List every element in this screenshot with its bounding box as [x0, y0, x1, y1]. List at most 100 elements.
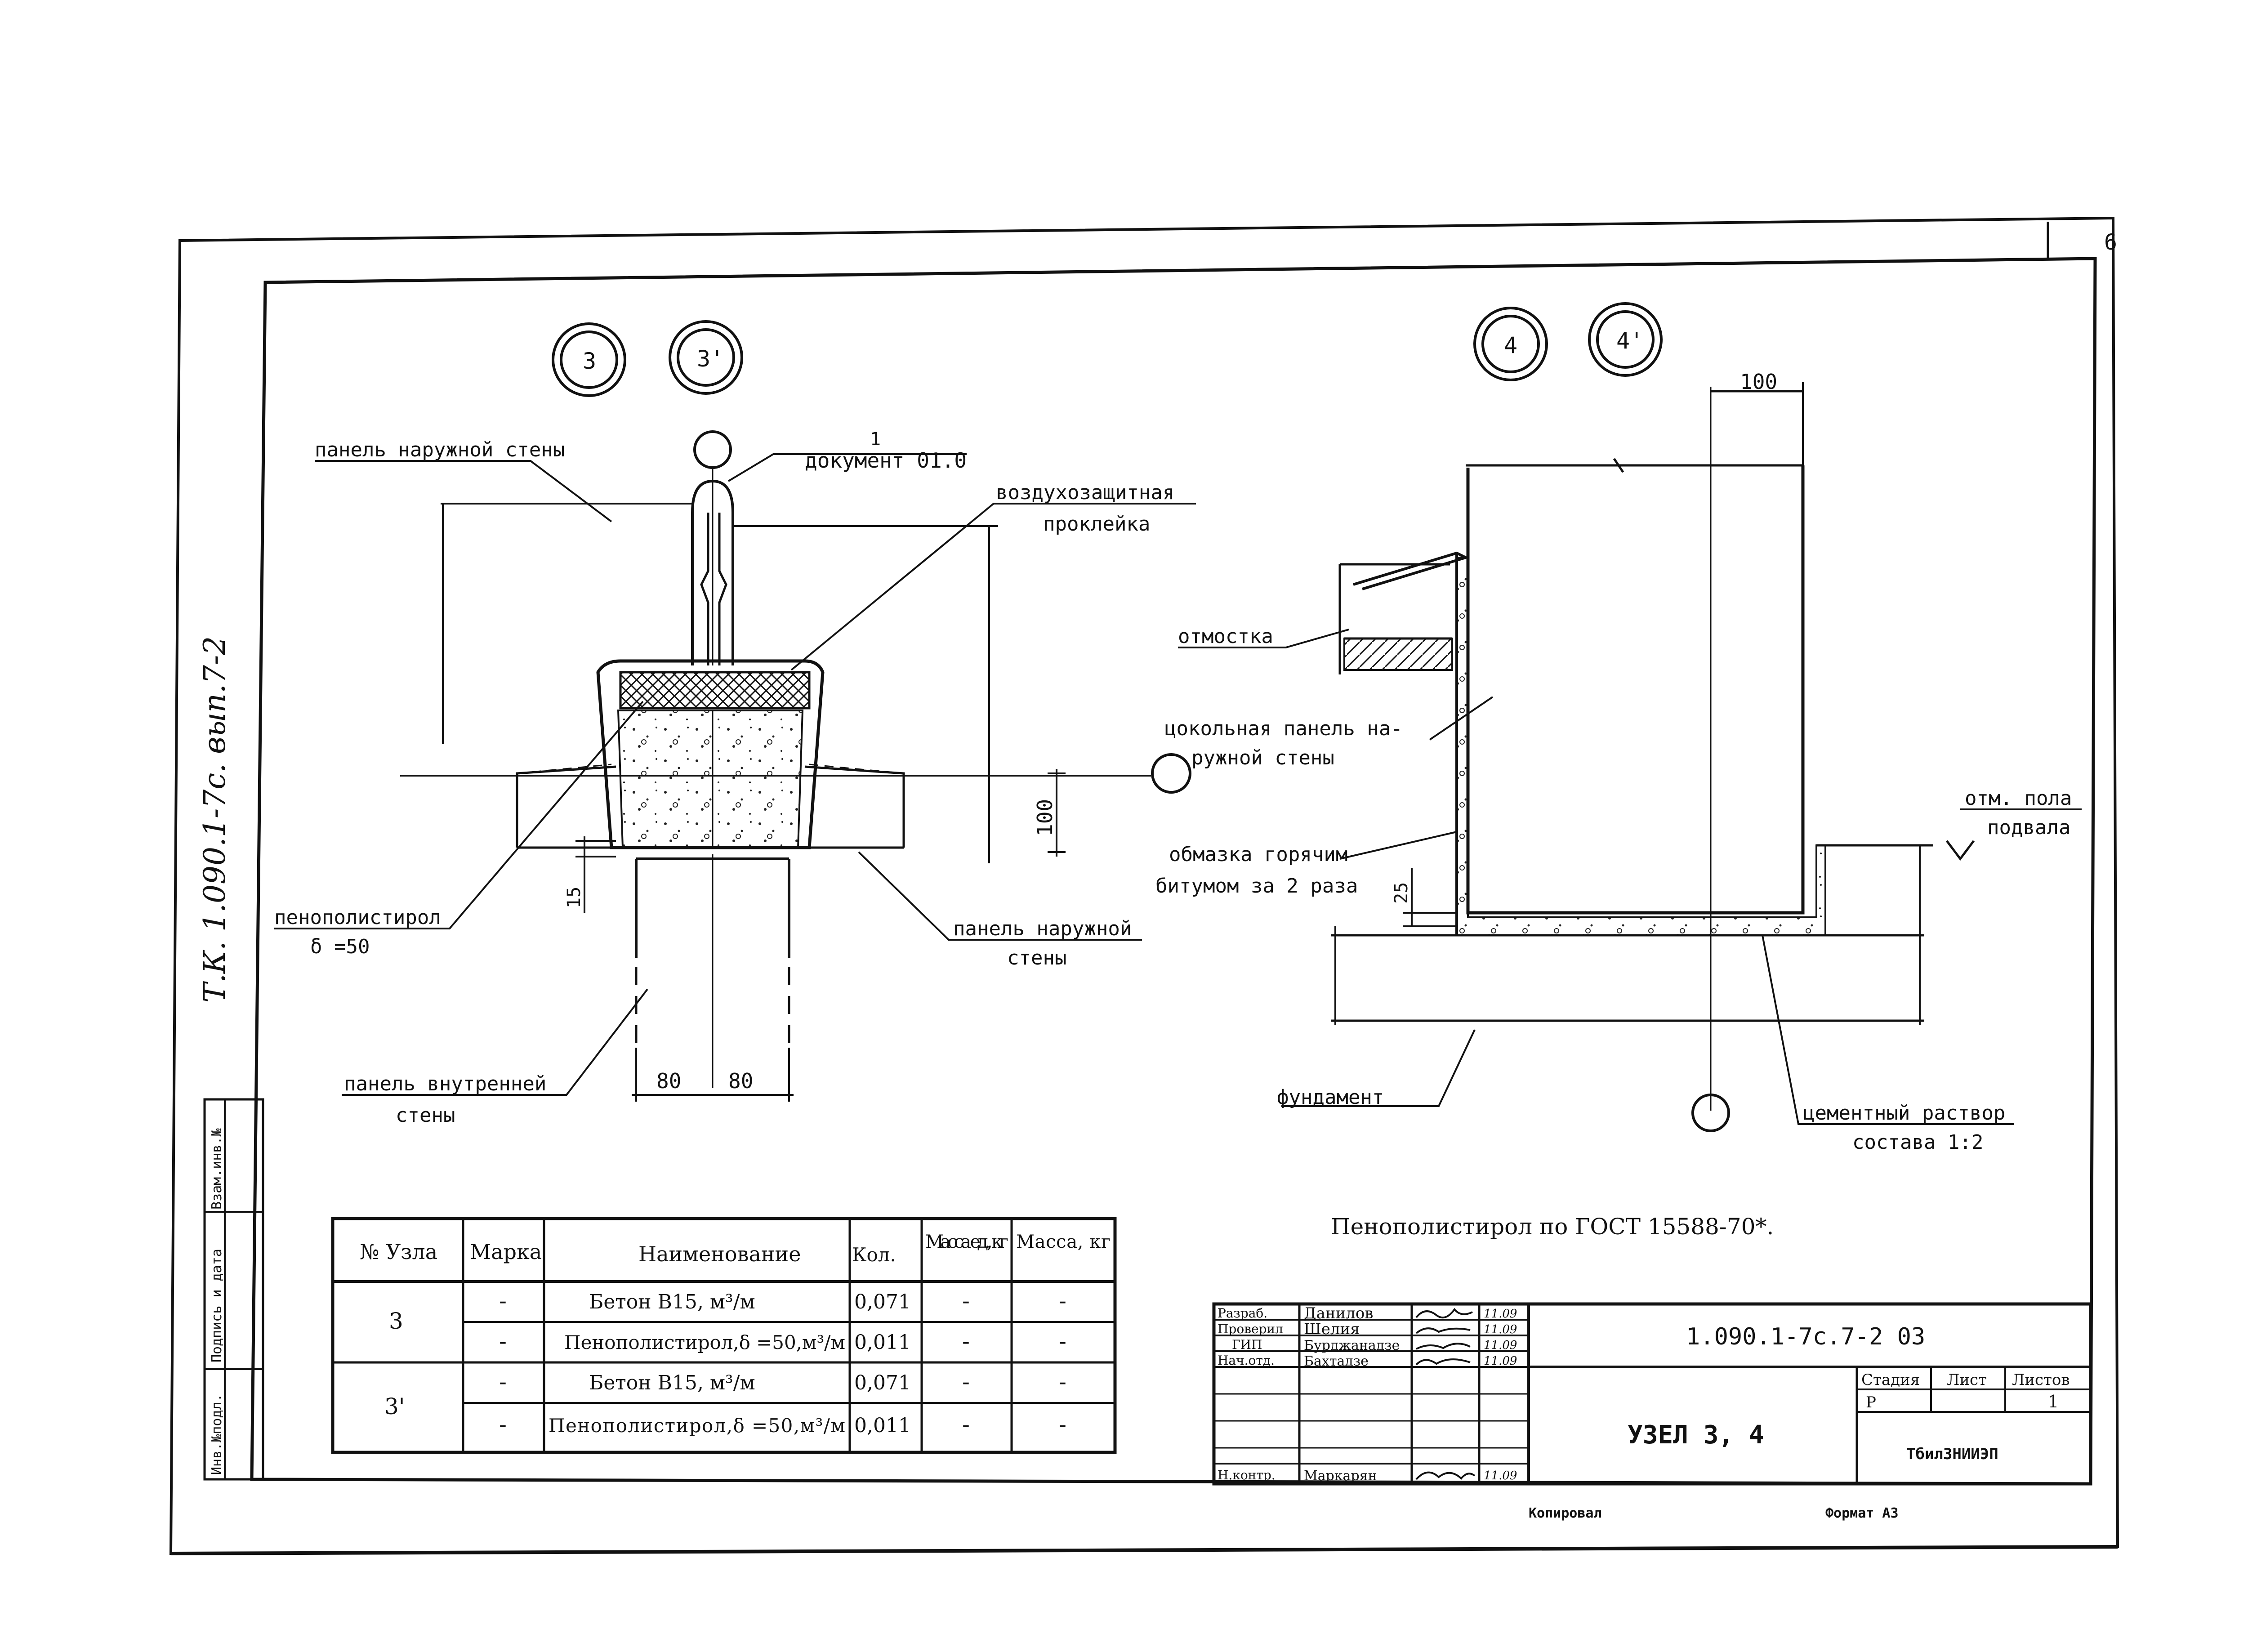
th-unit-mass: Масса ед., кг [925, 1232, 1008, 1252]
row1-node: 3 [389, 1308, 403, 1334]
row1-mass: - [1059, 1288, 1066, 1314]
drawing-title: УЗЕЛ 3, 4 [1628, 1420, 1764, 1450]
label-outer-panel-bottom-1: панель наружной [953, 917, 1132, 940]
label-inner-panel-2: стены [396, 1104, 455, 1127]
plinth-panel [1455, 382, 1826, 1111]
label-floor-mark-1: отм. пола [1965, 787, 2072, 810]
label-mortar-1: цементный раствор [1803, 1102, 2005, 1125]
sig-date-1: 11.09 [1484, 1307, 1517, 1321]
concrete-joint [516, 659, 905, 849]
blind-area [1338, 551, 1470, 674]
node-4-markers [1473, 302, 1663, 381]
sig-name-1: Данилов [1304, 1304, 1373, 1322]
stamp-cell-inv-original: Инв.№подл. [209, 1393, 225, 1475]
th-mark: Марка [470, 1240, 542, 1264]
row4-mass: - [1059, 1411, 1066, 1438]
spec-table-rows: 3 - Бетон В15, м³/м 0,071 - - - Пенополи… [384, 1288, 1066, 1438]
sig-role-1: Разраб. [1218, 1306, 1267, 1321]
leader-inner-panel [342, 988, 648, 1096]
row4-unit-mass: - [962, 1411, 970, 1438]
top-joint-profile [691, 468, 734, 665]
row1-name: Бетон В15, м³/м [589, 1290, 755, 1313]
stage-value: Р [1866, 1393, 1876, 1411]
label-plinth-2: ружной стены [1191, 746, 1334, 769]
row3-name: Бетон В15, м³/м [589, 1371, 755, 1394]
row3-unit-mass: - [962, 1369, 970, 1395]
dim-100-left: 100 [1033, 799, 1057, 836]
label-blind-area: отмостка [1178, 625, 1273, 648]
dim-100-right: 100 [1740, 370, 1777, 394]
stamp-cell-signature-date: Подпись и дата [209, 1249, 225, 1362]
label-coating-1: обмазка горячим [1169, 843, 1347, 866]
label-plinth-1: цокольная панель на- [1164, 717, 1403, 740]
node-3-markers [552, 320, 743, 397]
th-node: № Узла [360, 1240, 437, 1264]
sig-date-4: 11.09 [1484, 1354, 1517, 1368]
label-coating-2: битумом за 2 раза [1155, 875, 1358, 897]
th-qty: Кол. [852, 1244, 896, 1266]
side-stamp [203, 1098, 264, 1481]
reference-circle [693, 430, 732, 469]
reference-document: документ 01.0 [805, 448, 967, 473]
node-4-prime-label: 4' [1616, 328, 1643, 354]
row2-name: Пенополистирол,δ =50,м³/м [564, 1331, 845, 1353]
inner-wall-panel [635, 854, 790, 1088]
sheet-number: 6 [2104, 230, 2117, 255]
label-foam-2: δ =50 [310, 935, 370, 958]
floor-level-mark [1946, 840, 1975, 861]
footer-format: Формат А3 [1825, 1505, 1899, 1521]
row2-unit-mass: - [962, 1328, 970, 1354]
leader-foam [274, 701, 644, 929]
label-air-seal-2: проклейка [1043, 513, 1150, 536]
label-foam-1: пенополистирол [274, 906, 441, 929]
sig-name-4: Бахтадзе [1304, 1353, 1369, 1369]
handwritten-signatures [1415, 1308, 1476, 1480]
leader-coating [1339, 831, 1457, 860]
sig-role-2: Проверил [1218, 1322, 1283, 1336]
stage-header: Стадия [1861, 1371, 1920, 1389]
row3-mass: - [1059, 1369, 1066, 1395]
leader-foundation [1281, 1029, 1476, 1107]
sheets-value: 1 [2048, 1392, 2059, 1411]
sig-role-3: ГИП [1232, 1337, 1262, 1352]
stamp-cell-inv-exchange: Взам.инв.№ [209, 1128, 225, 1210]
row4-mark: - [499, 1411, 507, 1438]
dim-25: 25 [1391, 882, 1412, 904]
row1-unit-mass: - [962, 1288, 970, 1314]
sig-name-2: Шелия [1304, 1320, 1360, 1338]
foundation-slab [1331, 844, 1933, 1132]
label-inner-panel-1: панель внутренней [344, 1072, 546, 1095]
reference-number: 1 [870, 429, 881, 450]
row3-qty: 0,071 [854, 1371, 911, 1394]
sig-date-2: 11.09 [1484, 1323, 1517, 1336]
spec-table-grid [331, 1217, 1117, 1454]
dim-15: 15 [564, 887, 584, 908]
label-foundation: фундамент [1277, 1086, 1384, 1109]
label-air-seal-1: воздухозащитная [996, 481, 1174, 504]
sig-date-3: 11.09 [1484, 1339, 1517, 1352]
dim-80-right: 80 [728, 1069, 753, 1093]
reference-leader [727, 453, 967, 482]
title-block-grid [1212, 1302, 2092, 1486]
row1-mark: - [499, 1288, 507, 1314]
node-4-label: 4 [1504, 332, 1517, 358]
row2-qty: 0,011 [854, 1331, 911, 1354]
row4-name: Пенополистирол,δ =50,м³/м [549, 1415, 845, 1437]
label-outer-panel-bottom-2: стены [1007, 947, 1066, 969]
left-dimensions [400, 503, 1191, 1102]
signature-rows: Разраб. Данилов 11.09 Проверил Шелия 11.… [1218, 1304, 1517, 1484]
dim-80-left: 80 [656, 1069, 681, 1093]
archive-reference: Т.К. 1.090.1-7с. вып.7-2 [197, 636, 232, 1003]
leader-outer-panel-bottom [858, 851, 1142, 941]
leader-air-seal [790, 503, 1196, 671]
leader-plinth [1429, 696, 1494, 741]
row4-qty: 0,011 [854, 1414, 911, 1437]
leader-blind-area [1178, 629, 1349, 648]
th-name: Наименование [638, 1242, 801, 1266]
row3-node: 3' [384, 1393, 405, 1420]
sig-name-3: Бурджанадзе [1304, 1338, 1400, 1353]
material-note: Пенополистирол по ГОСТ 15588-70*. [1331, 1214, 1774, 1240]
label-mortar-2: состава 1:2 [1852, 1131, 1983, 1154]
sig-date-5: 11.09 [1484, 1469, 1517, 1482]
